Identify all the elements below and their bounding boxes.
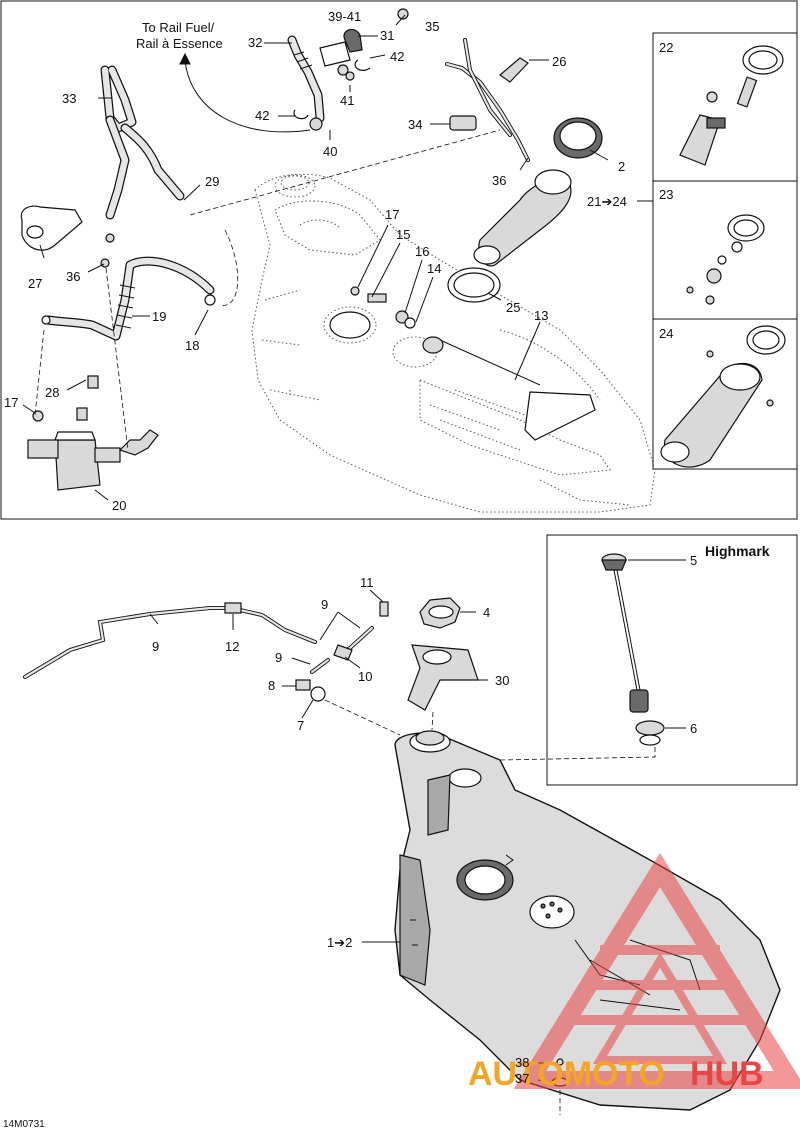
bottom-leader-lines bbox=[149, 559, 686, 1115]
callout: 32 bbox=[248, 35, 262, 50]
callout: 22 bbox=[659, 40, 673, 55]
callout: 9 bbox=[321, 597, 328, 612]
callout: 28 bbox=[45, 385, 59, 400]
callout: 39-41 bbox=[328, 9, 361, 24]
callout: 1➔2 bbox=[327, 935, 352, 950]
callout: 16 bbox=[415, 244, 429, 259]
callout: 41 bbox=[340, 93, 354, 108]
callout: 38 bbox=[515, 1055, 529, 1070]
callout: 35 bbox=[425, 19, 439, 34]
callout: 29 bbox=[205, 174, 219, 189]
callout: 42 bbox=[390, 49, 404, 64]
top-tank-phantom bbox=[251, 173, 656, 513]
watermark-text-a: AUTOMOTO bbox=[468, 1055, 665, 1093]
callout: 13 bbox=[534, 308, 548, 323]
top-dashed-lines bbox=[34, 129, 501, 451]
callout: 42 bbox=[255, 108, 269, 123]
watermark bbox=[513, 852, 800, 1089]
callout: 26 bbox=[552, 54, 566, 69]
inset-23-parts bbox=[686, 214, 765, 305]
callout: 20 bbox=[112, 498, 126, 513]
callout: 18 bbox=[185, 338, 199, 353]
highmark-panel-frame bbox=[546, 534, 798, 786]
callout: 23 bbox=[659, 187, 673, 202]
watermark-text-b: HUB bbox=[690, 1055, 764, 1093]
callout: 33 bbox=[62, 91, 76, 106]
callout: 31 bbox=[380, 28, 394, 43]
callout: 17 bbox=[385, 207, 399, 222]
inset-24-parts bbox=[660, 325, 786, 468]
callout: 30 bbox=[495, 673, 509, 688]
drawing-code: 14M0731 bbox=[3, 1119, 45, 1130]
callout: 37 bbox=[515, 1071, 529, 1086]
callout: 40 bbox=[323, 144, 337, 159]
rail-note-line1: To Rail Fuel/ bbox=[142, 20, 215, 35]
callout: 14 bbox=[427, 261, 441, 276]
callout: 36 bbox=[66, 269, 80, 284]
callout: 10 bbox=[358, 669, 372, 684]
top-leader-lines bbox=[22, 14, 650, 501]
bottom-callouts: 11 9 4 9 12 9 10 8 30 7 1➔2 5 6 38 37 bbox=[152, 553, 697, 1086]
top-parts bbox=[20, 8, 603, 491]
inset-panels bbox=[637, 32, 798, 470]
callout: 34 bbox=[408, 117, 422, 132]
callout: 17 bbox=[4, 395, 18, 410]
bottom-hoses bbox=[23, 601, 389, 702]
callout: 19 bbox=[152, 309, 166, 324]
callout: 21➔24 bbox=[587, 194, 627, 209]
rail-note-line2: Rail à Essence bbox=[136, 36, 223, 51]
callout: 36 bbox=[492, 173, 506, 188]
callout: 4 bbox=[483, 605, 490, 620]
bottom-fuel-tank bbox=[394, 730, 781, 1111]
callout: 8 bbox=[268, 678, 275, 693]
callout: 5 bbox=[690, 553, 697, 568]
highmark-title: Highmark bbox=[705, 543, 770, 559]
callout: 9 bbox=[275, 650, 282, 665]
callout: 25 bbox=[506, 300, 520, 315]
callout: 11 bbox=[360, 575, 374, 590]
inset-22-parts bbox=[679, 45, 784, 166]
callout: 6 bbox=[690, 721, 697, 736]
callout: 12 bbox=[225, 639, 239, 654]
highmark-gauge bbox=[601, 553, 665, 746]
callout: 7 bbox=[297, 718, 304, 733]
callout: 24 bbox=[659, 326, 673, 341]
top-hoses bbox=[43, 35, 596, 441]
bottom-cap-bracket bbox=[407, 597, 479, 711]
callout: 2 bbox=[618, 159, 625, 174]
callout: 27 bbox=[28, 276, 42, 291]
top-callouts: 39-41 35 32 31 42 26 33 41 42 34 40 2 36… bbox=[4, 9, 673, 513]
callout: 15 bbox=[396, 227, 410, 242]
callout: 9 bbox=[152, 639, 159, 654]
